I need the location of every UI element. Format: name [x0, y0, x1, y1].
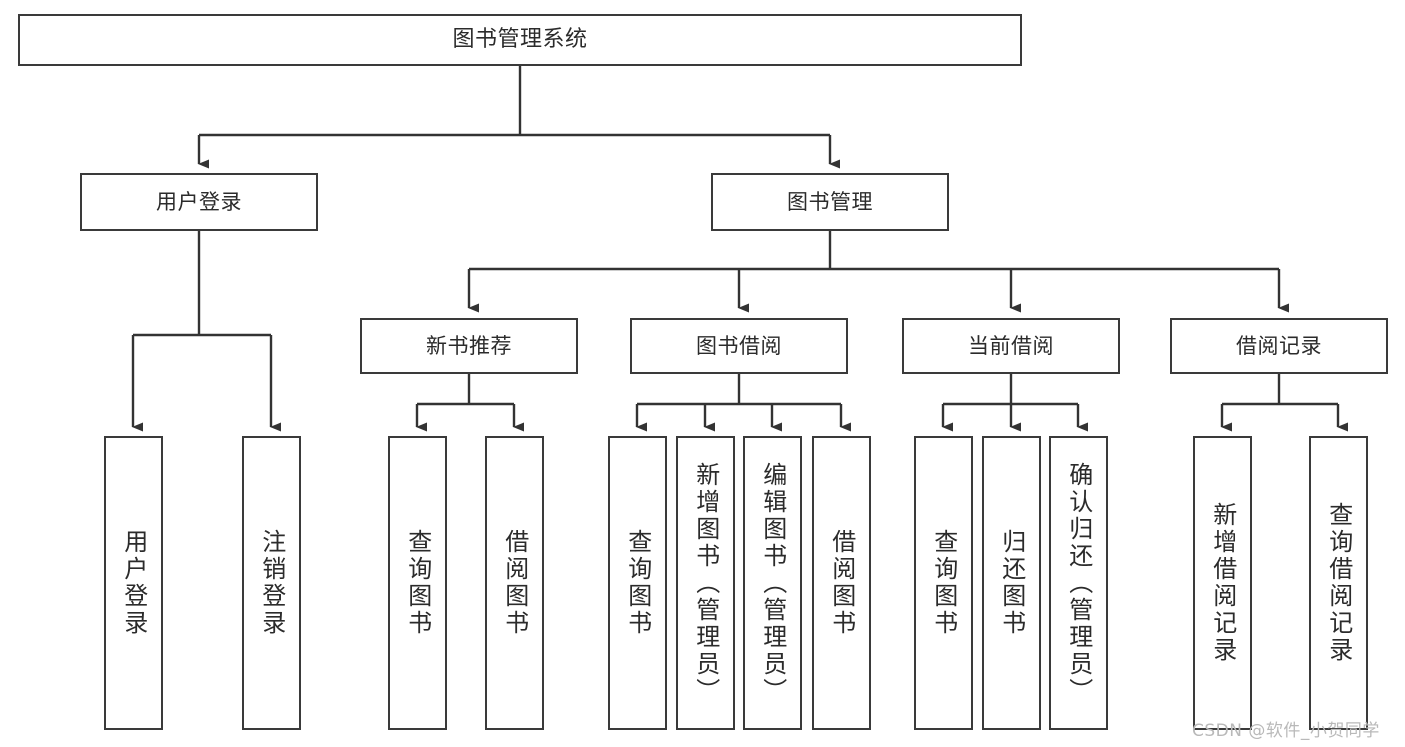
node-new-book-recommend[interactable]: 新书推荐 — [360, 318, 578, 374]
node-leaf-borrow-book-1[interactable]: 借阅图书 — [485, 436, 544, 730]
node-leaf-borrow-book-1-label: 借阅图书 — [500, 529, 529, 637]
node-borrow-record[interactable]: 借阅记录 — [1170, 318, 1388, 374]
node-leaf-query-book-1-label: 查询图书 — [403, 529, 432, 637]
node-leaf-query-book-2[interactable]: 查询图书 — [608, 436, 667, 730]
node-new-book-recommend-label: 新书推荐 — [426, 333, 512, 358]
node-leaf-query-book-1[interactable]: 查询图书 — [388, 436, 447, 730]
node-leaf-query-book-2-label: 查询图书 — [623, 529, 652, 637]
node-leaf-query-book-3-label: 查询图书 — [929, 529, 958, 637]
node-leaf-return-book-label: 归还图书 — [997, 529, 1026, 637]
node-book-borrow[interactable]: 图书借阅 — [630, 318, 848, 374]
node-user-login[interactable]: 用户登录 — [80, 173, 318, 231]
node-root[interactable]: 图书管理系统 — [18, 14, 1022, 66]
node-leaf-confirm-return[interactable]: 确认归还（管理员） — [1049, 436, 1108, 730]
node-user-login-label: 用户登录 — [156, 189, 242, 214]
node-leaf-query-record-label: 查询借阅记录 — [1324, 502, 1353, 664]
node-leaf-query-record[interactable]: 查询借阅记录 — [1309, 436, 1368, 730]
node-leaf-edit-book[interactable]: 编辑图书（管理员） — [743, 436, 802, 730]
node-book-manage-label: 图书管理 — [787, 189, 873, 214]
node-leaf-add-book-label: 新增图书（管理员） — [691, 461, 720, 705]
node-leaf-user-logout[interactable]: 注销登录 — [242, 436, 301, 730]
node-leaf-borrow-book-2-label: 借阅图书 — [827, 529, 856, 637]
node-leaf-user-login-label: 用户登录 — [119, 529, 148, 637]
node-leaf-edit-book-label: 编辑图书（管理员） — [758, 461, 787, 705]
node-book-borrow-label: 图书借阅 — [696, 333, 782, 358]
node-leaf-confirm-return-label: 确认归还（管理员） — [1064, 461, 1093, 705]
node-current-borrow[interactable]: 当前借阅 — [902, 318, 1120, 374]
node-leaf-add-record-label: 新增借阅记录 — [1208, 502, 1237, 664]
node-leaf-borrow-book-2[interactable]: 借阅图书 — [812, 436, 871, 730]
node-leaf-query-book-3[interactable]: 查询图书 — [914, 436, 973, 730]
node-leaf-user-logout-label: 注销登录 — [257, 529, 286, 637]
node-leaf-user-login[interactable]: 用户登录 — [104, 436, 163, 730]
node-root-label: 图书管理系统 — [452, 27, 588, 53]
node-leaf-add-book[interactable]: 新增图书（管理员） — [676, 436, 735, 730]
node-leaf-add-record[interactable]: 新增借阅记录 — [1193, 436, 1252, 730]
node-book-manage[interactable]: 图书管理 — [711, 173, 949, 231]
node-borrow-record-label: 借阅记录 — [1236, 333, 1322, 358]
csdn-watermark: CSDN @软件_小贺同学 — [1192, 721, 1380, 741]
node-current-borrow-label: 当前借阅 — [968, 333, 1054, 358]
node-leaf-return-book[interactable]: 归还图书 — [982, 436, 1041, 730]
